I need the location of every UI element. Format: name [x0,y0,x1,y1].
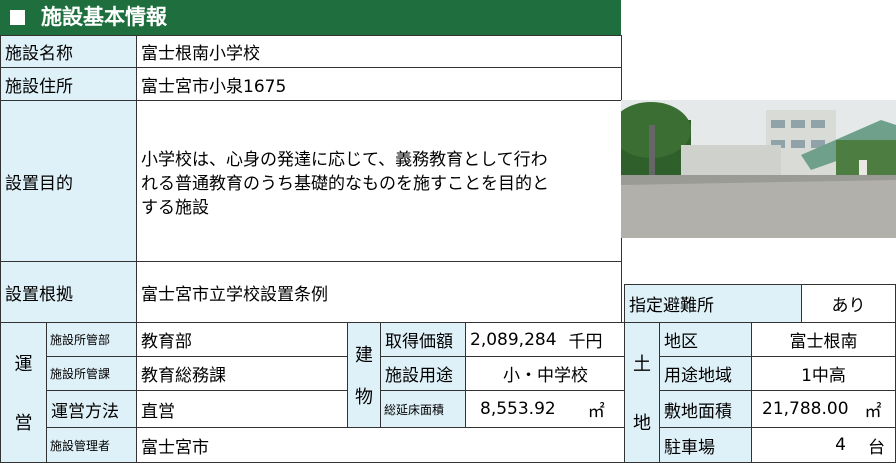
land-area-label: 敷地面積 [659,390,752,428]
land-parking-unit: 台 [868,437,885,458]
land-parking-label: 駐車場 [659,427,752,463]
building-char-2: 物 [355,387,373,408]
square-icon [10,10,25,25]
building-floor-value: 8,553.92 [480,399,556,419]
land-parking-value: 4 [835,435,846,455]
school-photo [621,100,896,238]
operation-char-1: 運 [14,353,33,375]
operation-group-label: 運 営 [0,322,47,463]
op-label-manager: 施設管理者 [46,427,137,463]
land-zone-label: 用途地域 [659,356,752,391]
purpose-line-3: する施設 [141,198,209,218]
operation-char-2: 営 [14,413,33,435]
building-floor-label: 総延床面積 [380,390,466,428]
name-label: 施設名称 [0,35,137,68]
land-district-label: 地区 [659,322,752,357]
op-value-dept: 教育部 [136,322,348,357]
building-char-1: 建 [355,345,373,366]
building-floor-cell: 8,553.92 ㎡ [465,390,626,428]
purpose-line-2: れる普通教育のうち基礎的なものを施すことを目的と [141,174,549,194]
purpose-label: 設置目的 [0,100,137,262]
building-floor-unit: ㎡ [587,401,605,422]
building-group-label: 建 物 [347,322,381,428]
school-photo-illustration [621,100,896,238]
purpose-value: 小学校は、心身の発達に応じて、義務教育として行わ れる普通教育のうち基礎的なもの… [136,100,622,262]
basis-value: 富士宮市立学校設置条例 [136,261,622,323]
land-char-1: 土 [633,353,651,375]
section-header: 施設基本情報 [0,0,621,35]
purpose-line-1: 小学校は、心身の発達に応じて、義務教育として行わ [141,150,548,170]
land-area-value: 21,788.00 [762,399,849,419]
land-area-cell: 21,788.00 ㎡ [751,390,896,428]
land-area-unit: ㎡ [864,401,882,422]
building-acq-label: 取得価額 [380,322,466,357]
purpose-text: 小学校は、心身の発達に応じて、義務教育として行わ れる普通教育のうち基礎的なもの… [141,148,549,220]
op-label-method: 運営方法 [46,390,137,428]
land-district-value: 富士根南 [751,322,896,357]
evacuation-value: あり [801,284,896,323]
building-acq-cell: 2,089,284 千円 [465,322,626,357]
building-acq-value: 2,089,284 [470,329,557,350]
land-group-label: 土 地 [624,322,660,463]
section-title: 施設基本情報 [41,5,167,29]
op-value-method: 直営 [136,390,348,428]
building-use-label: 施設用途 [380,356,466,391]
evacuation-label: 指定避難所 [624,284,802,323]
land-parking-cell: 4 台 [751,427,896,463]
address-value: 富士宮市小泉1675 [136,67,622,101]
op-label-dept: 施設所管部 [46,322,137,357]
building-acq-unit: 千円 [568,332,603,352]
basis-label: 設置根拠 [0,261,137,323]
building-use-value: 小・中学校 [465,356,626,391]
op-label-section: 施設所管課 [46,356,137,391]
land-zone-value: 1中高 [751,356,896,391]
land-char-2: 地 [633,413,651,435]
op-value-manager: 富士宮市 [136,427,626,463]
address-label: 施設住所 [0,67,137,101]
name-value: 富士根南小学校 [136,35,622,68]
op-value-section: 教育総務課 [136,356,348,391]
